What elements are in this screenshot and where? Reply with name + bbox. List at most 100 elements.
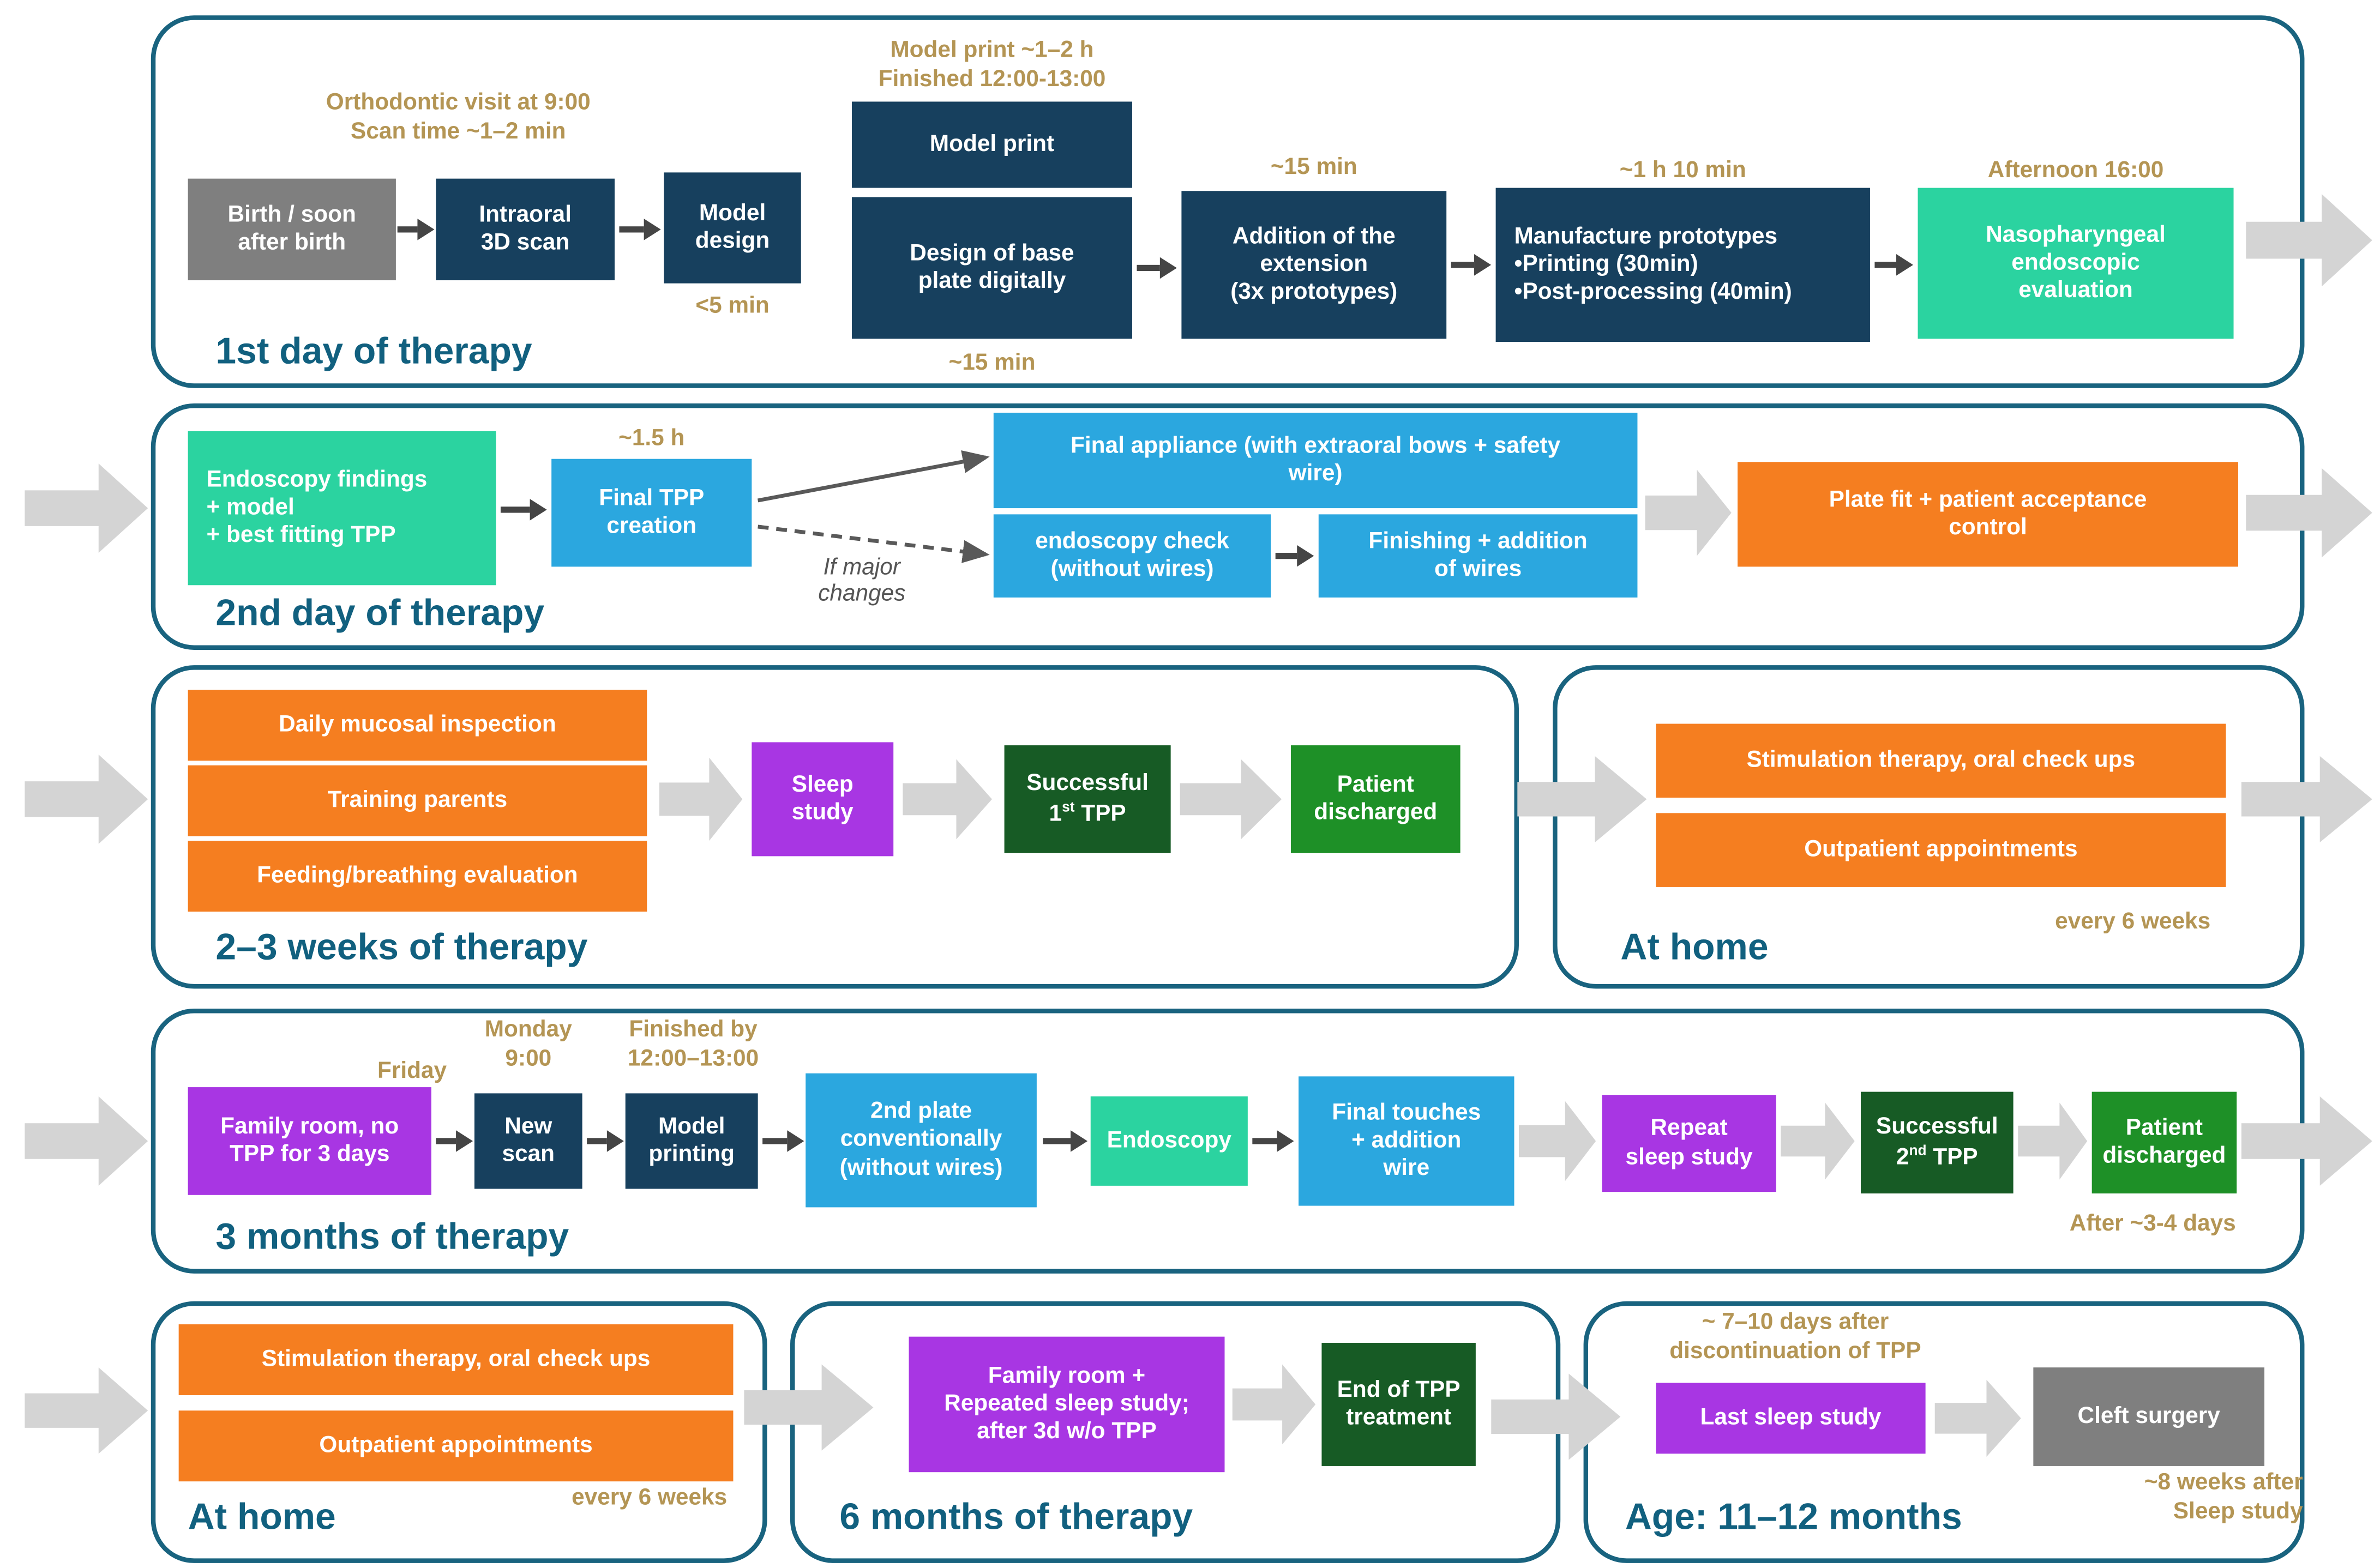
box-label: Design of base plate digitally (910, 239, 1074, 294)
box-label: Endoscopy findings + model + best fittin… (206, 466, 428, 548)
box-label: Stimulation therapy, oral check ups (1746, 746, 2136, 773)
box-label: Patient discharged (2102, 1114, 2226, 1169)
new-scan-box: New scan (474, 1093, 582, 1189)
extension-box: Addition of the extension (3x prototypes… (1181, 191, 1447, 339)
stimulation-therapy-box-2: Stimulation therapy, oral check ups (178, 1324, 734, 1395)
family-room-box-1: Family room, no TPP for 3 days (188, 1087, 431, 1195)
model-printing-box: Model printing (625, 1093, 758, 1189)
final-tpp-time-note: ~1.5 h (618, 425, 685, 451)
box-label: Family room, no TPP for 3 days (220, 1113, 399, 1167)
box-label: Model printing (648, 1113, 735, 1167)
outpatient-appointments-box-2: Outpatient appointments (178, 1410, 734, 1482)
orthodontic-visit-note: Orthodontic visit at 9:00 Scan time ~1–2… (326, 89, 591, 144)
box-label: Repeat sleep study (1625, 1115, 1753, 1170)
tpp1-suffix: TPP (1074, 800, 1126, 827)
manufacture-time-note: ~1 h 10 min (1619, 157, 1746, 184)
if-major-changes-label: If major changes (818, 554, 906, 607)
dashed-branch-line (758, 524, 990, 563)
tpp1-text: Successful 1 (1026, 770, 1149, 827)
tpp2-text: Successful 2 (1876, 1113, 1998, 1170)
section-title-months6: 6 months of therapy (839, 1497, 1193, 1539)
box-label: Stimulation therapy, oral check ups (261, 1346, 651, 1372)
model-print-time-note: Model print ~1–2 h Finished 12:00-13:00 (878, 37, 1106, 92)
plate-fit-box: Plate fit + patient acceptance control (1738, 462, 2238, 567)
last-sleep-study-box: Last sleep study (1656, 1383, 1926, 1454)
flow-arrow-small (619, 226, 644, 233)
flow-arrow-small (1874, 262, 1896, 268)
successful-1st-tpp-box: Successful 1st TPP (1004, 745, 1171, 853)
box-label: Intraoral 3D scan (479, 201, 572, 256)
tpp2-suffix: TPP (1926, 1143, 1978, 1170)
7-10-days-note: ~ 7–10 days after discontinuation of TPP (1669, 1308, 1921, 1364)
model-design-box: Model design (664, 172, 801, 284)
every-6-weeks-note-1: every 6 weeks (2055, 908, 2211, 935)
flow-arrow-small (762, 1138, 788, 1144)
finished-by-note: Finished by 12:00–13:00 (627, 1016, 759, 1072)
flow-arrow-small (1137, 264, 1160, 272)
second-plate-box: 2nd plate conventionally (without wires) (806, 1073, 1037, 1208)
flow-arrow-small (436, 1138, 456, 1144)
flow-arrow-enter-months3 (25, 1096, 148, 1186)
box-label: Last sleep study (1700, 1404, 1882, 1431)
final-touches-box: Final touches + addition wire (1299, 1076, 1514, 1206)
branch-connector-svg (757, 450, 990, 563)
box-label: Successful 2nd TPP (1870, 1114, 2004, 1172)
flow-arrow-small (500, 506, 530, 513)
section-title-weeks: 2–3 weeks of therapy (215, 927, 588, 969)
end-of-tpp-box: End of TPP treatment (1321, 1342, 1476, 1466)
tpp2-superscript: nd (1909, 1142, 1927, 1157)
training-parents-box: Training parents (188, 765, 647, 836)
box-label: Model print (929, 130, 1055, 157)
solid-branch-line (757, 450, 990, 503)
extension-time-note: ~15 min (1270, 154, 1357, 180)
feeding-breathing-box: Feeding/breathing evaluation (188, 841, 647, 912)
endoscopy-box: Endoscopy (1090, 1096, 1248, 1186)
section-title-months3: 3 months of therapy (215, 1216, 569, 1258)
cleft-surgery-box: Cleft surgery (2033, 1367, 2265, 1466)
box-label: Endoscopy (1107, 1127, 1231, 1154)
8-weeks-after-note: ~8 weeks after Sleep study (2144, 1469, 2303, 1524)
box-label: Family room + Repeated sleep study; afte… (944, 1362, 1189, 1445)
section-title-home2: At home (188, 1497, 336, 1539)
monday-note: Monday 9:00 (484, 1016, 572, 1072)
box-label: Outpatient appointments (1804, 836, 2078, 863)
nasopharyngeal-evaluation-box: Nasopharyngeal endoscopic evaluation (1918, 188, 2234, 339)
box-label: Model design (695, 200, 770, 255)
section-title-day2: 2nd day of therapy (215, 593, 545, 635)
section-title-home1: At home (1620, 927, 1769, 969)
repeat-sleep-study-box: Repeat sleep study (1602, 1095, 1776, 1192)
flow-arrow-enter-home2 (25, 1367, 148, 1454)
finishing-wires-box: Finishing + addition of wires (1318, 514, 1638, 598)
endoscopy-check-box: endoscopy check (without wires) (993, 514, 1271, 598)
box-label: Outpatient appointments (319, 1432, 593, 1458)
flow-arrow-enter-day2 (25, 463, 148, 553)
tpp1-superscript: st (1062, 798, 1075, 814)
flow-arrow-small (1043, 1138, 1071, 1144)
box-label: Addition of the extension (3x prototypes… (1230, 222, 1398, 305)
birth-box: Birth / soon after birth (188, 178, 396, 281)
outpatient-appointments-box-1: Outpatient appointments (1656, 813, 2226, 887)
box-label: Nasopharyngeal endoscopic evaluation (1986, 221, 2166, 304)
box-label: Daily mucosal inspection (279, 711, 556, 738)
box-label: Plate fit + patient acceptance control (1829, 486, 2147, 541)
flow-arrow-small (1451, 262, 1475, 268)
box-label: Sleep study (791, 771, 854, 825)
flow-arrow-small (1275, 552, 1297, 559)
box-label: Birth / soon after birth (227, 201, 356, 256)
final-tpp-creation-box: Final TPP creation (551, 459, 752, 567)
flow-arrow-small (397, 226, 418, 233)
box-label: Final appliance (with extraoral bows + s… (1070, 432, 1561, 487)
flow-arrow-small (587, 1138, 607, 1144)
endoscopy-findings-box: Endoscopy findings + model + best fittin… (188, 431, 496, 586)
box-label: Patient discharged (1314, 771, 1438, 825)
stimulation-therapy-box-1: Stimulation therapy, oral check ups (1656, 723, 2226, 798)
after-3-4-days-note: After ~3-4 days (2069, 1210, 2236, 1237)
base-plate-design-box: Design of base plate digitally (851, 197, 1133, 339)
model-print-box: Model print (851, 101, 1133, 188)
sleep-study-box: Sleep study (752, 742, 894, 857)
final-appliance-box: Final appliance (with extraoral bows + s… (993, 412, 1638, 509)
friday-note: Friday (377, 1058, 447, 1084)
afternoon-note: Afternoon 16:00 (1987, 157, 2164, 184)
